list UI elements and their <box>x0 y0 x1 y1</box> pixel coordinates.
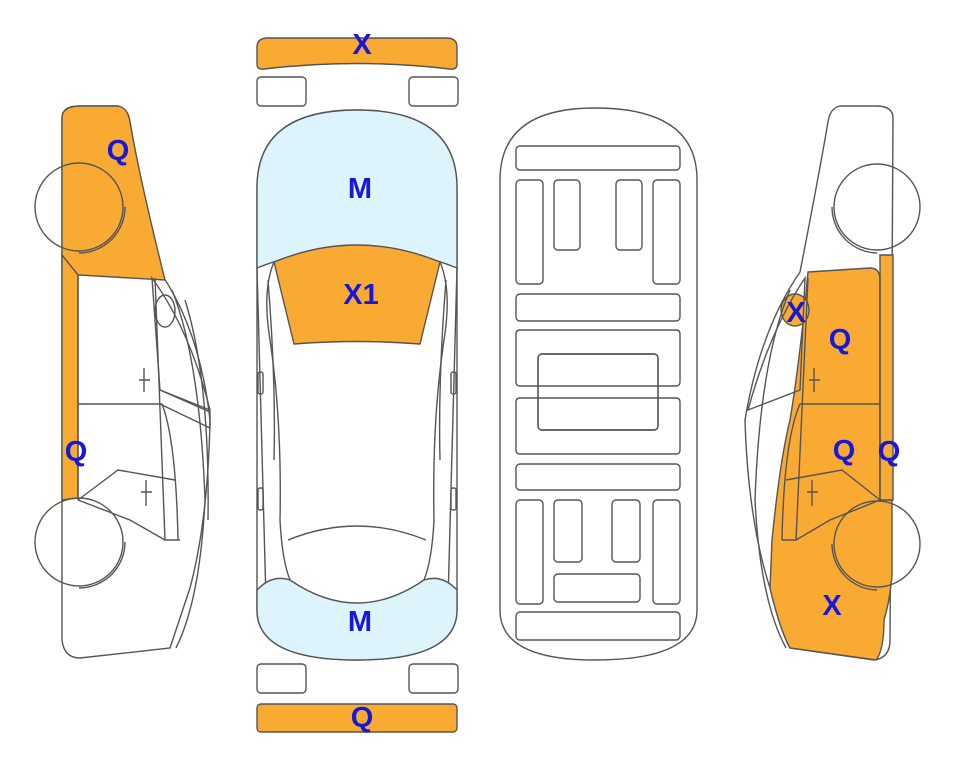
taillamp-right <box>408 663 459 694</box>
label-rear-window: M <box>348 606 372 638</box>
damage-labels: X M X1 M Q Q Q X Q Q Q X <box>65 29 901 734</box>
taillamp-left <box>256 663 307 694</box>
headlamp-right <box>408 76 459 107</box>
left-rear-wheel <box>34 497 124 587</box>
right-front-wheel <box>833 163 921 251</box>
headlamp-left <box>256 76 307 107</box>
label-left-rocker: Q <box>65 436 88 468</box>
label-right-headlamp: X <box>786 297 806 329</box>
label-hood: X1 <box>343 279 378 311</box>
label-right-rear-quarter: X <box>822 590 842 622</box>
right-side-view <box>744 105 921 661</box>
left-front-wheel <box>34 162 124 252</box>
label-front-bumper: X <box>352 29 372 61</box>
right-rear-wheel <box>833 500 921 588</box>
label-windshield: M <box>348 173 372 205</box>
left-side-view <box>34 105 212 659</box>
underbody-view <box>499 107 698 661</box>
rear-bumper-panel <box>256 703 458 733</box>
left-front-fender-panel <box>61 105 166 281</box>
label-left-front-fender: Q <box>107 135 130 167</box>
label-right-front-door: Q <box>829 324 852 356</box>
label-right-rear-door: Q <box>833 435 856 467</box>
top-view <box>256 37 459 733</box>
label-rear-bumper: Q <box>351 702 374 734</box>
label-right-rocker: Q <box>878 436 901 468</box>
rear-window-panel <box>256 577 458 661</box>
underbody-outline <box>499 107 698 661</box>
front-bumper-panel <box>256 37 458 70</box>
